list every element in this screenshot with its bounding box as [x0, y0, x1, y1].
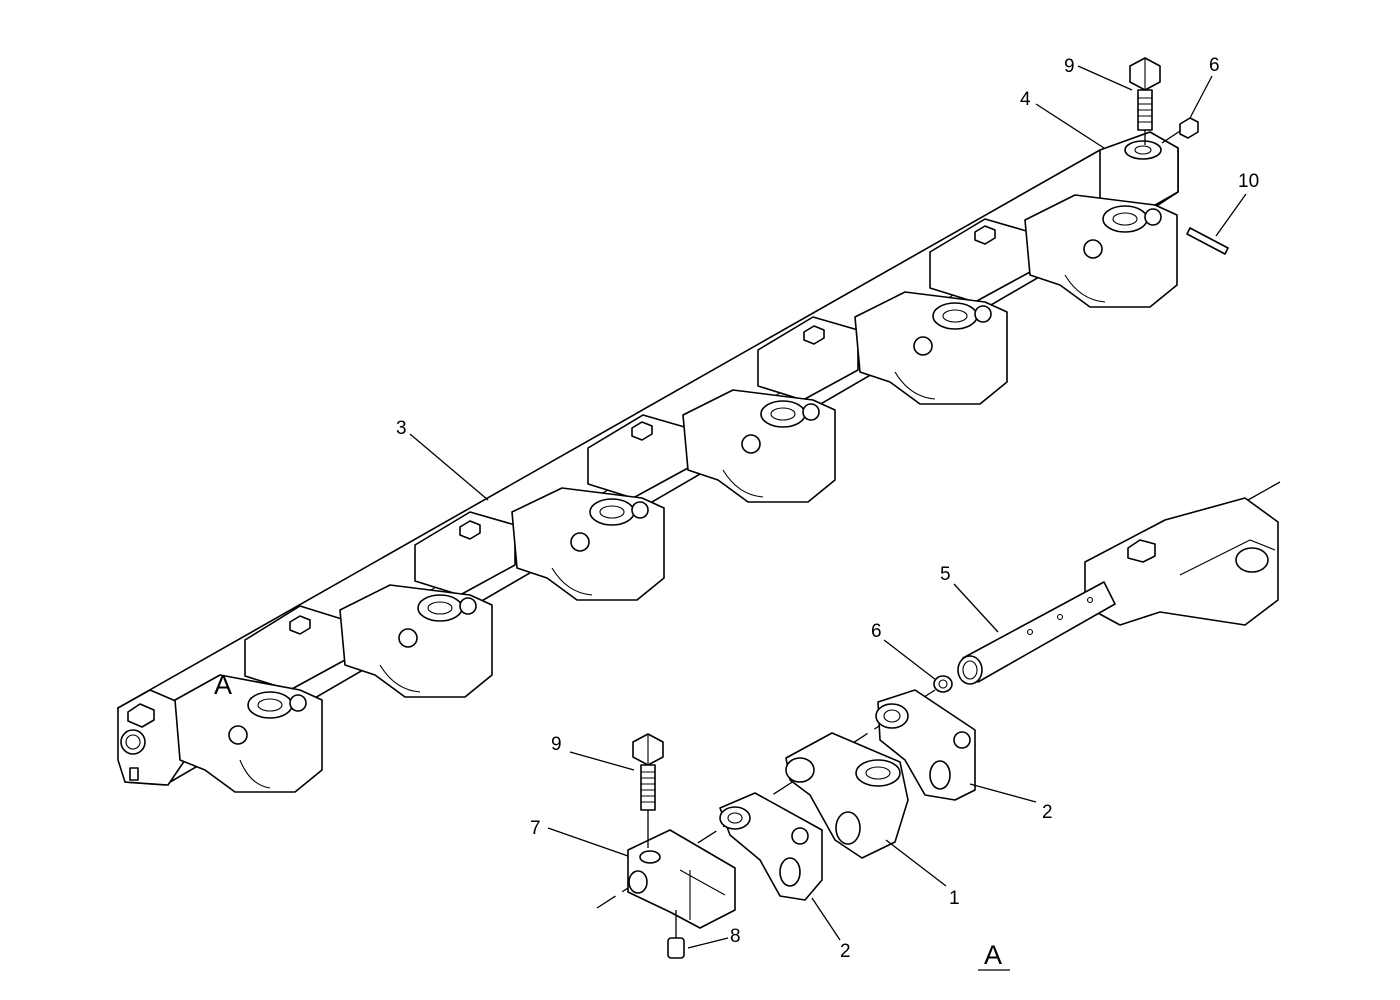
- end-bracket-right: [1099, 131, 1179, 209]
- callout-5: 5: [940, 564, 951, 585]
- callout-labels: 9 6 4 10 3 5 6 9 7 8 2 1 2: [396, 55, 1259, 962]
- rocker-arm-assembly: [117, 131, 1179, 793]
- callout-10: 10: [1238, 171, 1259, 192]
- shaft-brackets: [244, 218, 1031, 691]
- bolt-item-9-top: [1129, 57, 1161, 145]
- callout-2-right: 2: [1042, 802, 1053, 823]
- callout-8: 8: [730, 926, 741, 947]
- rocker-arms-row: [174, 194, 1178, 793]
- callout-7: 7: [530, 818, 541, 839]
- callout-1: 1: [949, 888, 960, 909]
- callout-9-top: 9: [1064, 56, 1075, 77]
- detail-a-shaft-section: [957, 481, 1281, 685]
- callout-6-top: 6: [1209, 55, 1220, 76]
- leader-lines: [409, 65, 1247, 949]
- washer-item-6-top: [1161, 117, 1199, 144]
- rocker-arm-item-1: [785, 732, 909, 859]
- view-marker-a: A: [214, 670, 232, 700]
- bracket-item-7: [627, 829, 736, 929]
- washer-item-6-mid: [933, 675, 953, 693]
- callout-3: 3: [396, 418, 407, 439]
- callout-9-low: 9: [551, 734, 562, 755]
- sleeve-item-8: [667, 910, 685, 959]
- callout-6-mid: 6: [871, 621, 882, 642]
- rocker-arm-item-2-low: [719, 792, 823, 901]
- end-bracket-left: [117, 689, 186, 786]
- callout-4: 4: [1020, 89, 1031, 110]
- callout-2-low: 2: [840, 941, 851, 962]
- pin-item-10: [1186, 227, 1229, 255]
- detail-title-a: A: [984, 940, 1002, 970]
- bolt-item-9-low: [632, 733, 664, 848]
- rocker-arm-item-2-right: [875, 689, 976, 801]
